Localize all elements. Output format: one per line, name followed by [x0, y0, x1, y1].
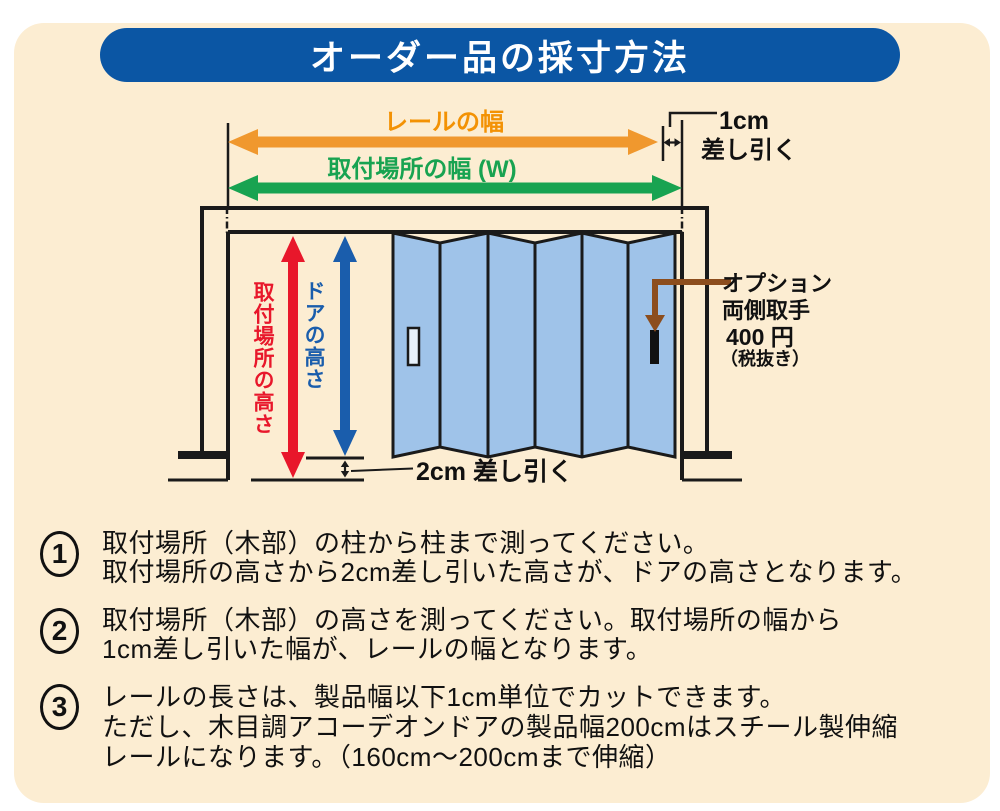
reference-lines: [225, 120, 684, 244]
instruction-line: 1cm差し引いた幅が、レールの幅となります。: [102, 634, 653, 664]
door-height-arrow: [333, 236, 357, 456]
option-title: オプション: [722, 271, 832, 296]
subtract-2cm-label: 2cm 差し引く: [416, 457, 573, 486]
door-height-label: ドアの高さ: [302, 280, 325, 390]
instruction-item-3: 3 レールの長さは、製品幅以下1cm単位でカットできます。 ただし、木目調アコー…: [40, 682, 898, 772]
right-baseboard: [682, 451, 732, 459]
option-handle-pointer-arrow: [645, 279, 731, 332]
instruction-text: 取付場所（木部）の高さを測ってください。取付場所の幅から 1cm差し引いた幅が、…: [102, 606, 842, 664]
accordion-door: [391, 231, 677, 459]
step-number-badge: 3: [40, 684, 79, 730]
rail-width-arrow: [228, 129, 658, 155]
instruction-line: 取付場所（木部）の柱から柱まで測ってください。: [102, 528, 710, 558]
install-width-arrow: [228, 175, 682, 201]
option-price: 400 円: [726, 324, 794, 350]
instruction-line: ただし、木目調アコーデオンドアの製品幅200cmはスチール製伸縮: [102, 712, 899, 742]
door-frame: [168, 206, 742, 482]
subtract-1cm-arrow: [663, 138, 681, 147]
right-door-handle: [650, 330, 659, 364]
gauge-lines: [251, 456, 414, 482]
instruction-line: レールになります。（160cm～200cmまで伸縮）: [102, 742, 672, 772]
instruction-text: レールの長さは、製品幅以下1cm単位でカットできます。 ただし、木目調アコーデオ…: [102, 682, 898, 772]
subtract-1cm-bracket: [668, 111, 717, 127]
instruction-line: レールの長さは、製品幅以下1cm単位でカットできます。: [102, 682, 787, 712]
door-fold-lines: [438, 233, 630, 457]
left-door-handle: [406, 326, 421, 367]
subtract-1cm-word: 差し引く: [701, 136, 797, 164]
instruction-item-2: 2 取付場所（木部）の高さを測ってください。取付場所の幅から 1cm差し引いた幅…: [40, 606, 842, 664]
option-item: 両側取手: [722, 298, 810, 323]
left-baseboard: [178, 451, 226, 459]
instruction-item-1: 1 取付場所（木部）の柱から柱まで測ってください。 取付場所の高さから2cm差し…: [40, 529, 917, 587]
instruction-text: 取付場所（木部）の柱から柱まで測ってください。 取付場所の高さから2cm差し引い…: [102, 529, 917, 587]
instruction-line: 取付場所の高さから2cm差し引いた高さが、ドアの高さとなります。: [102, 557, 918, 587]
install-height-label: 取付場所の高さ: [251, 281, 274, 435]
rail-width-label: レールの幅: [384, 109, 504, 136]
install-width-label: 取付場所の幅 (W): [327, 156, 516, 183]
instruction-line: 取付場所（木部）の高さを測ってください。取付場所の幅から: [102, 605, 842, 635]
step-number-badge: 1: [40, 531, 79, 577]
page-title: オーダー品の採寸方法: [309, 38, 690, 78]
title-banner: オーダー品の採寸方法: [100, 28, 900, 82]
subtract-2cm-arrow: [340, 460, 350, 478]
subtract-1cm-value: 1cm: [719, 107, 769, 135]
install-height-arrow: [281, 236, 305, 478]
step-number-badge: 2: [40, 608, 79, 654]
option-tax-note: （税抜き）: [720, 348, 810, 369]
